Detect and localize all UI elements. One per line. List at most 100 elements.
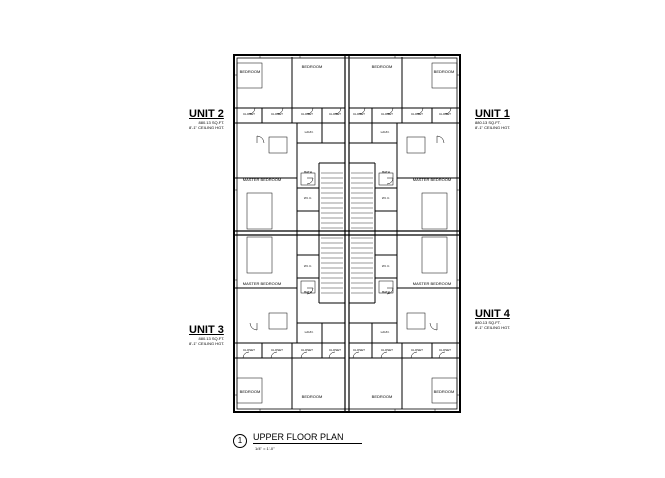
unit-2-label: UNIT 2 880.13 SQ.FT. 8'-1" CEILING HGT.	[189, 108, 224, 130]
closet-label: CLOSET	[411, 348, 423, 352]
door-swing	[276, 107, 284, 115]
bath-label: BATH	[382, 290, 390, 294]
door-swing	[270, 351, 278, 359]
unit-2-area: 880.13 SQ.FT.	[198, 120, 225, 125]
door-swing	[429, 322, 438, 331]
unit-1-label: UNIT 1 880.13 SQ.FT. 8'-1" CEILING HGT.	[475, 108, 510, 130]
master-bedroom-label: MASTER BEDROOM	[243, 177, 281, 182]
door-swing	[328, 351, 336, 359]
door-swing	[300, 351, 308, 359]
closet-label: CLOSET	[353, 348, 365, 352]
unit-3-title: UNIT 3	[189, 324, 224, 336]
closet-label: CLOSET	[243, 348, 255, 352]
bed	[421, 236, 448, 274]
closet-label: CLOSET	[439, 348, 451, 352]
closet-label: CLOSET	[329, 348, 341, 352]
unit-1-area: 880.13 SQ.FT.	[475, 120, 501, 125]
toilet	[300, 172, 316, 186]
door-swing	[306, 107, 314, 115]
laundry-label: LAUN.	[381, 130, 390, 134]
door-swing	[306, 177, 314, 185]
door-swing	[386, 177, 394, 185]
door-swing	[249, 322, 258, 331]
bedroom-label: BEDROOM	[240, 389, 261, 394]
unit-2-title: UNIT 2	[189, 108, 224, 120]
unit-3-label: UNIT 3 880.13 SQ.FT. 8'-1" CEILING HGT.	[189, 324, 224, 346]
unit-3-ceiling: 8'-1" CEILING HGT.	[189, 341, 225, 346]
master-bedroom-label: MASTER BEDROOM	[243, 281, 281, 286]
door-swing	[256, 135, 265, 144]
wic-label: W.I.C.	[304, 264, 312, 268]
bedroom-label: BEDROOM	[372, 64, 393, 69]
unit-4-label: UNIT 4 880.13 SQ.FT. 8'-1" CEILING HGT.	[475, 308, 510, 330]
toilet	[378, 280, 394, 294]
closet-label: CLOSET	[353, 112, 365, 116]
bed	[236, 377, 263, 404]
bed	[431, 62, 458, 89]
door-swing	[416, 107, 424, 115]
closet-label: CLOSET	[271, 348, 283, 352]
exterior-wall-inner	[236, 57, 458, 410]
bedroom-label: BEDROOM	[302, 394, 323, 399]
building-walls	[233, 54, 461, 413]
drawing-number: 1	[233, 434, 247, 448]
door-swing	[248, 107, 256, 115]
door-swing	[242, 351, 250, 359]
unit-3-area: 880.13 SQ.FT.	[198, 336, 225, 341]
unit-4-title: UNIT 4	[475, 308, 510, 320]
laundry-label: LAUN.	[305, 130, 314, 134]
bath-label: BATH	[304, 290, 312, 294]
room-labels: BEDROOM BEDROOM MASTER BEDROOM CLOSET CLOSET…	[240, 64, 455, 399]
bathtub	[268, 312, 288, 330]
bathtub	[406, 312, 426, 330]
bathtub	[268, 136, 288, 154]
laundry-label: LAUN.	[305, 330, 314, 334]
door-swing	[436, 135, 445, 144]
bedroom-label: BEDROOM	[434, 69, 455, 74]
bed	[421, 192, 448, 230]
closet-label: CLOSET	[381, 112, 393, 116]
toilet	[378, 172, 394, 186]
door-swing	[358, 107, 366, 115]
wic-label: W.I.C.	[382, 264, 390, 268]
exterior-wall	[233, 54, 461, 413]
bathtub	[406, 136, 426, 154]
bed	[431, 377, 458, 404]
door-swing	[306, 287, 314, 295]
closet-label: CLOSET	[301, 348, 313, 352]
bed	[246, 236, 273, 274]
door-swing	[386, 107, 394, 115]
closet-label: CLOSET	[381, 348, 393, 352]
closet-label: CLOSET	[329, 112, 341, 116]
door-swing	[386, 287, 394, 295]
unit-4-ceiling: 8'-1" CEILING HGT.	[475, 325, 511, 330]
unit-1-title: UNIT 1	[475, 108, 510, 120]
bedroom-label: BEDROOM	[240, 69, 261, 74]
closet-label: CLOSET	[411, 112, 423, 116]
drawing-scale: 1/4" = 1'-0"	[255, 446, 275, 451]
closet-label: CLOSET	[243, 112, 255, 116]
unit-4-area: 880.13 SQ.FT.	[475, 320, 501, 325]
door-swing	[444, 107, 452, 115]
door-swing	[334, 107, 342, 115]
laundry-label: LAUN.	[381, 330, 390, 334]
closet-label: CLOSET	[271, 112, 283, 116]
closet-label: CLOSET	[439, 112, 451, 116]
drawing-title: UPPER FLOOR PLAN	[253, 432, 362, 444]
master-bedroom-label: MASTER BEDROOM	[413, 177, 451, 182]
door-swing	[410, 351, 418, 359]
closet-label: CLOSET	[301, 112, 313, 116]
bed	[246, 192, 273, 230]
bath-label: BATH	[304, 170, 312, 174]
bedroom-label: BEDROOM	[302, 64, 323, 69]
unit-1-ceiling: 8'-1" CEILING HGT.	[475, 125, 511, 130]
toilet	[300, 280, 316, 294]
fixtures-and-doors	[233, 54, 461, 413]
master-bedroom-label: MASTER BEDROOM	[413, 281, 451, 286]
bedroom-label: BEDROOM	[372, 394, 393, 399]
bath-label: BATH	[382, 170, 390, 174]
wic-label: W.I.C.	[304, 196, 312, 200]
unit-2-ceiling: 8'-1" CEILING HGT.	[189, 125, 225, 130]
door-swing	[438, 351, 446, 359]
